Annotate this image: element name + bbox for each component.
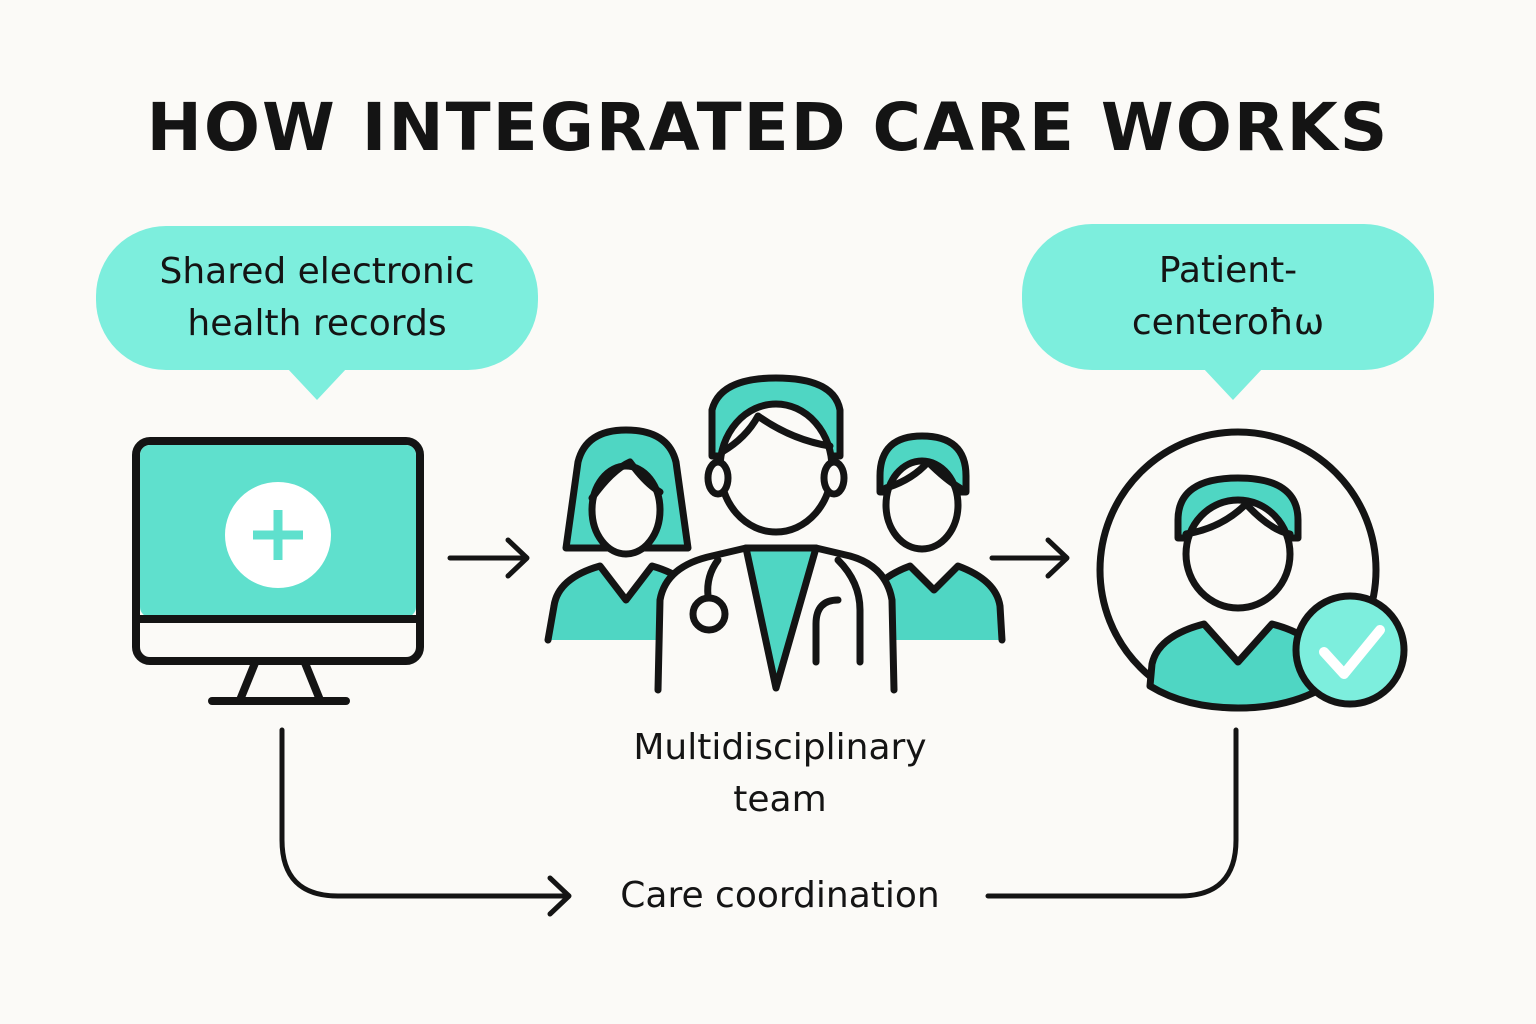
team-label-line2: team <box>733 779 827 820</box>
callout-shared-records: Shared electronic health records <box>96 226 538 400</box>
care-team-people-icon <box>544 374 1006 694</box>
callout-patient-centered: Patient- centeroħω <box>1022 224 1434 400</box>
callout-shared-records-line2: health records <box>187 303 447 344</box>
page-title: HOW INTEGRATED CARE WORKS <box>146 89 1390 166</box>
care-coordination-connector <box>279 727 1239 917</box>
arrow-team-to-patient <box>989 537 1070 579</box>
arrow-records-to-team <box>447 537 530 579</box>
team-label: Multidisciplinary team <box>580 722 980 826</box>
callout-shared-records-line1: Shared electronic <box>159 251 475 292</box>
computer-monitor-plus-icon <box>132 437 424 705</box>
team-label-line1: Multidisciplinary <box>633 727 927 768</box>
patient-check-icon <box>1096 428 1408 712</box>
callout-patient-centered-line2: centeroħω <box>1131 302 1325 343</box>
care-coordination-label: Care coordination <box>620 875 940 916</box>
callout-patient-centered-line1: Patient- <box>1158 250 1298 291</box>
